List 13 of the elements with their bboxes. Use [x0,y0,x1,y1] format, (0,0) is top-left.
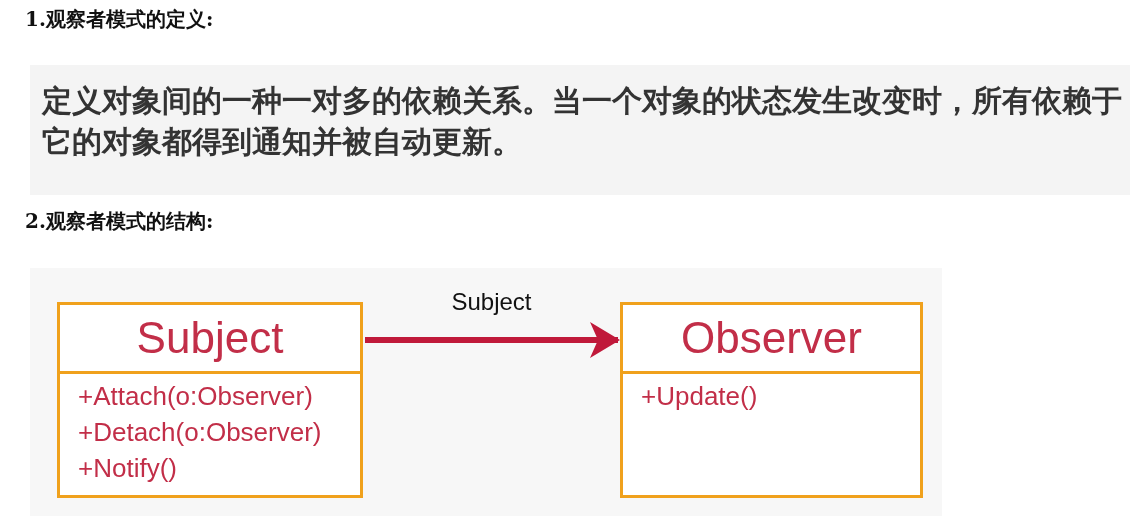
class-box [57,302,363,498]
edge-label: Subject [451,288,532,316]
class-name: Subject [136,313,284,363]
class-box [620,302,923,498]
definition-text: 定义对象间的一种一对多的依赖关系。当一个对象的状态发生改变时，所有依赖于它的对象都得到通知并被自动更新。 [30,65,1130,195]
method-text: +Notify() [78,452,177,485]
class-name: Observer [681,313,862,363]
section-heading: 2.观察者模式的结构: [25,208,214,235]
arrow [365,322,620,358]
method-text: +Update() [641,380,758,413]
method-text: +Detach(o:Observer) [78,416,322,449]
section-heading: 1.观察者模式的定义: [25,6,214,33]
method-text: +Attach(o:Observer) [78,380,313,413]
